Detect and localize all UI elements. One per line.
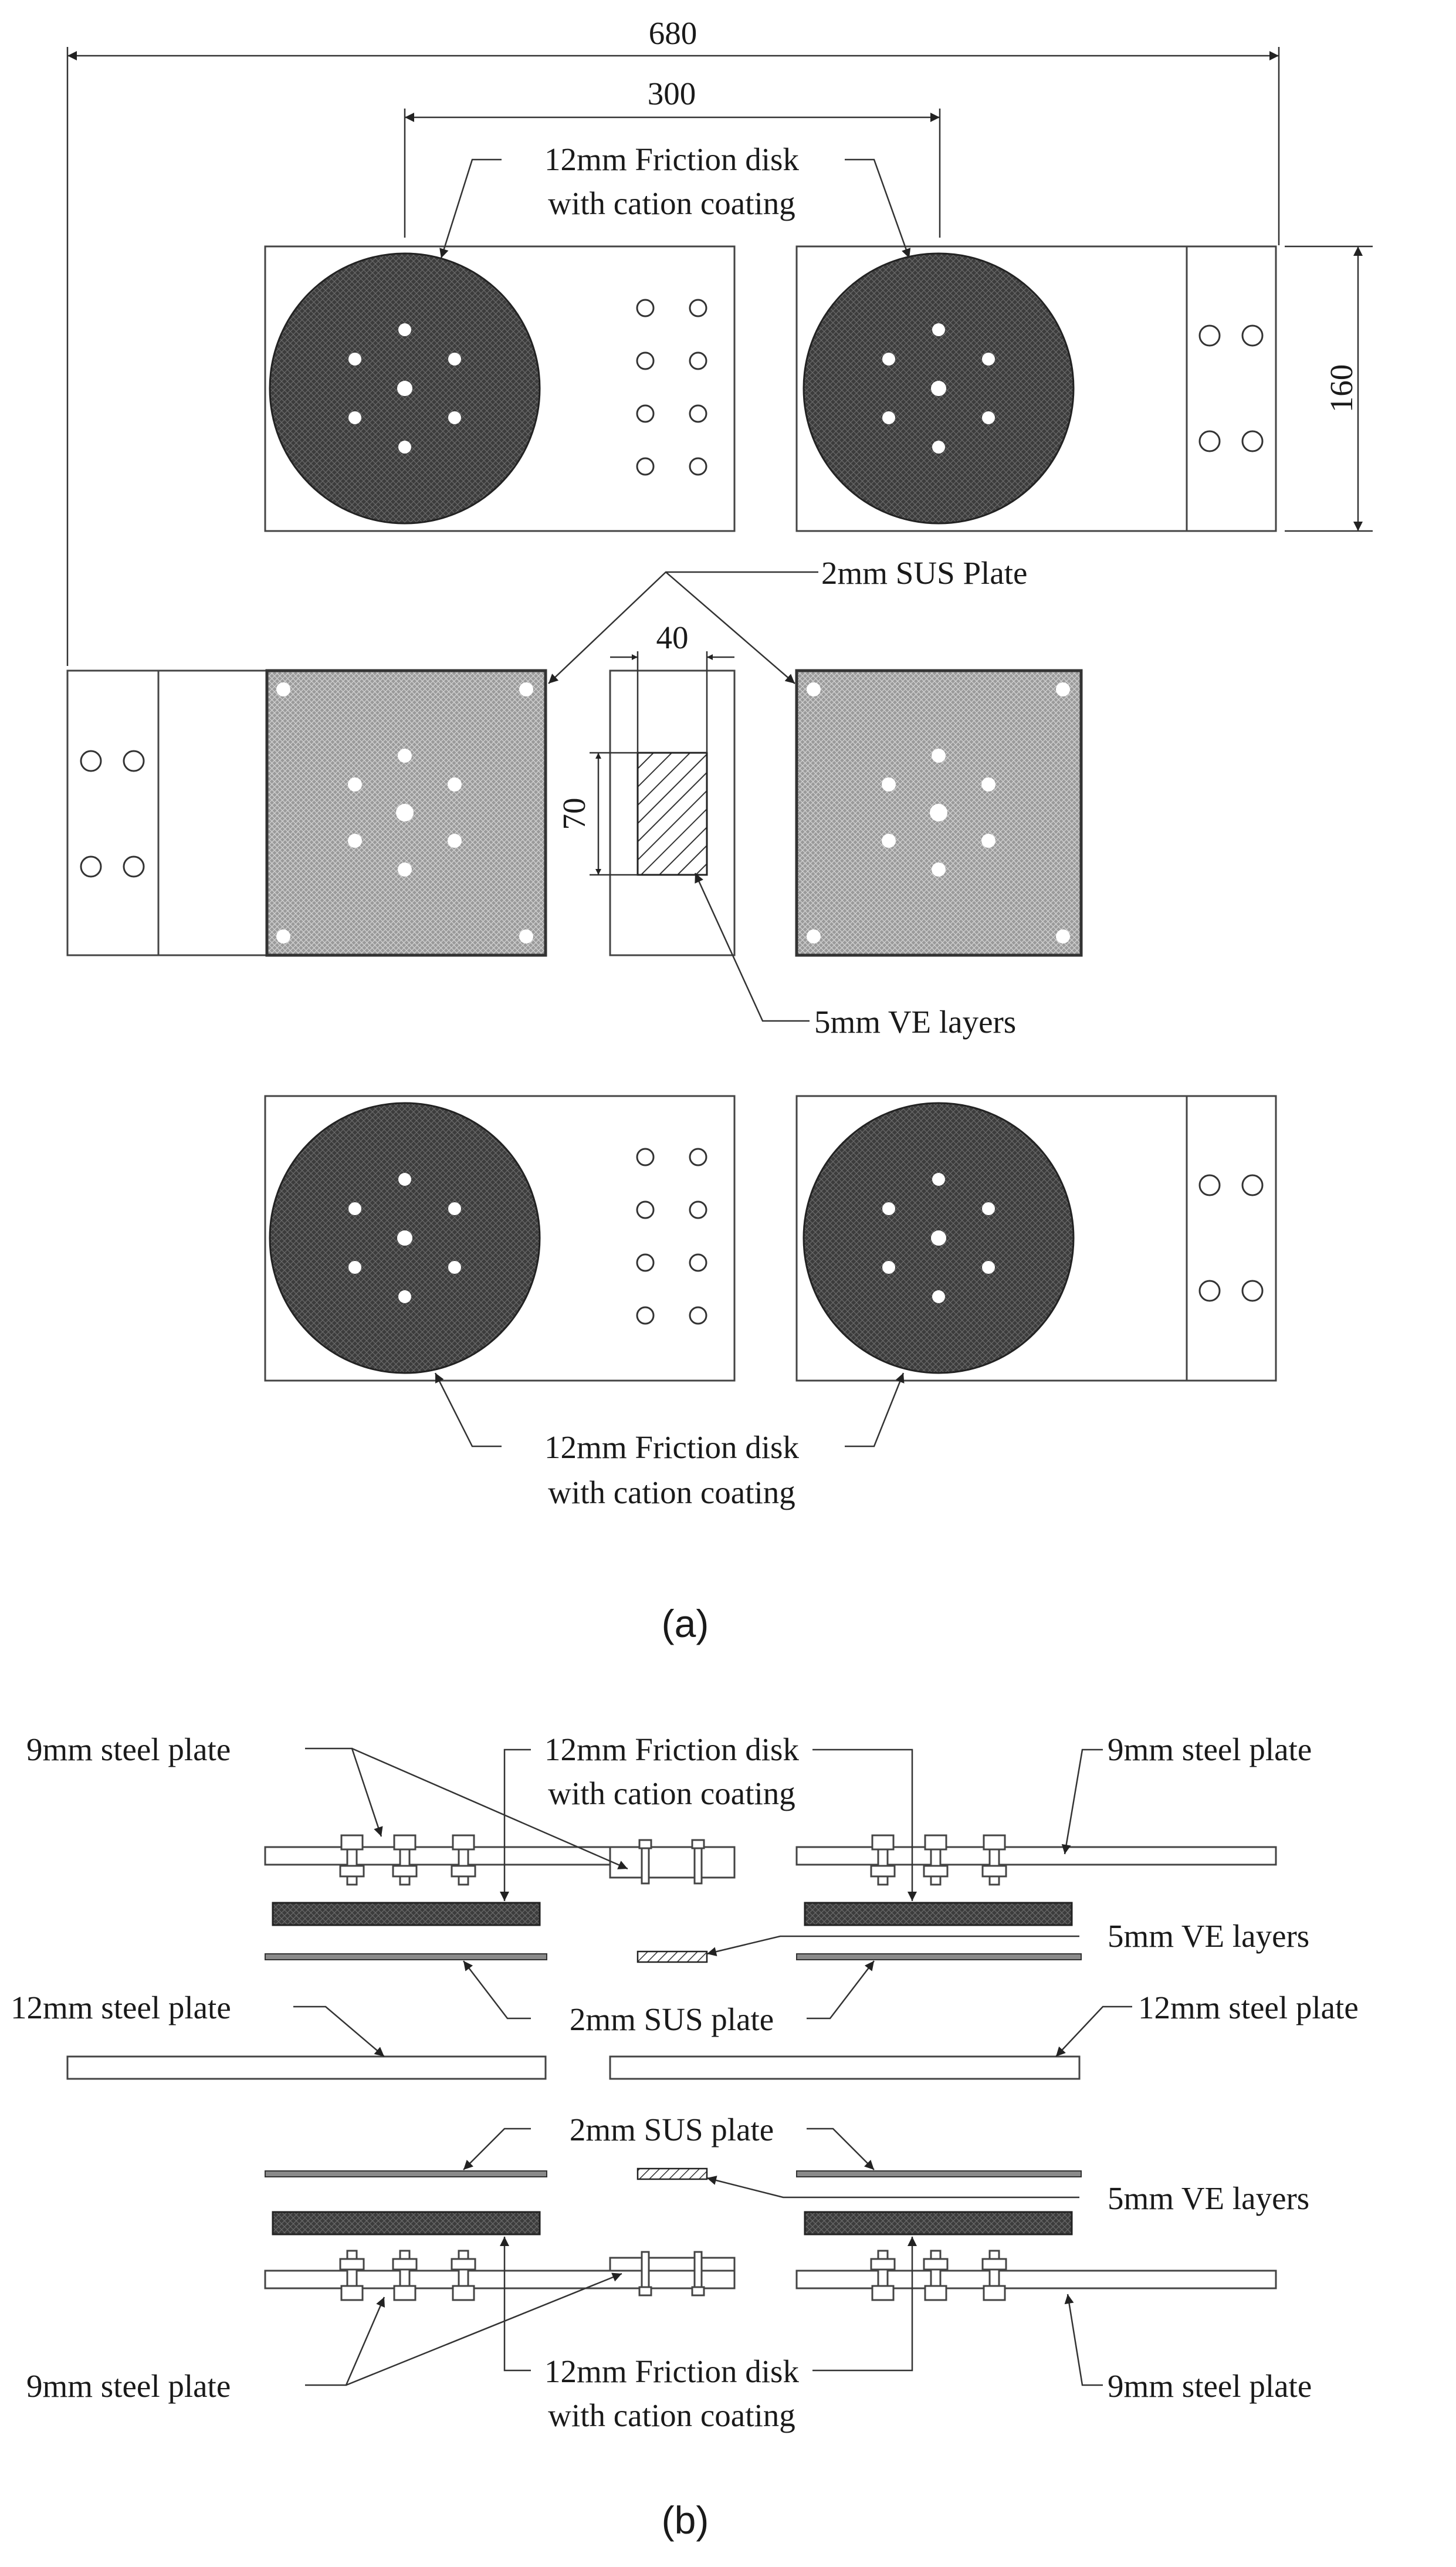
steel-9-bottom-left-label: 9mm steel plate (26, 2368, 231, 2404)
label-steel-9-top-right: 9mm steel plate (1061, 1731, 1312, 1855)
label-sus-plate: 2mm SUS Plate (548, 555, 1027, 684)
figure-b: 9mm steel plate 12mm Friction disk with … (11, 1731, 1359, 2542)
dim-160-label: 160 (1323, 364, 1359, 413)
sus-plate-label: 2mm SUS Plate (821, 555, 1027, 591)
middle-right-plate (795, 669, 1083, 957)
bottom-steel-plate-left (264, 2257, 736, 2289)
top-right-plate (795, 245, 1277, 532)
friction-disk-label-line1: 12mm Friction disk (544, 141, 799, 177)
friction-top-line2: with cation coating (548, 1775, 795, 1811)
dimension-160: 160 (1285, 245, 1373, 532)
friction-bottom-line2: with cation coating (548, 2397, 795, 2433)
top-left-plate (264, 245, 736, 532)
middle-center-plate: 40 70 (556, 620, 736, 956)
dim-680-label: 680 (649, 15, 697, 51)
bottom-right-plate (795, 1095, 1277, 1382)
sus-plate-bolt-holes (348, 749, 462, 877)
sus-plate-corner-holes (807, 682, 1070, 943)
steel-plate-12-right (609, 2055, 1081, 2080)
end-plate-bolt-holes (1198, 1174, 1264, 1302)
bolt-holes-grid (636, 299, 707, 476)
top-friction-disk-left (272, 1902, 541, 1926)
bottom-sus-plate-left (265, 2170, 547, 2177)
label-steel-12-right: 12mm steel plate (1055, 1990, 1359, 2057)
label-friction-disk-top: 12mm Friction disk with cation coating (439, 141, 911, 259)
steel-9-top-left-label: 9mm steel plate (26, 1731, 231, 1767)
disk-bolt-holes (348, 323, 461, 454)
label-steel-9-bottom-left: 9mm steel plate (26, 2272, 622, 2404)
ve-layer (636, 752, 708, 876)
top-steel-plate-left (264, 1846, 736, 1879)
bottom-friction-disk-left (272, 2211, 541, 2235)
bolt-holes-grid (636, 1148, 707, 1325)
sus-bottom-label: 2mm SUS plate (570, 2112, 774, 2147)
sus-plate-bolt-holes (882, 749, 996, 877)
label-sus-bottom: 2mm SUS plate (463, 2112, 875, 2170)
bottom-sus-plate-right (796, 2170, 1082, 2177)
dim-70-label: 70 (556, 798, 592, 830)
bottom-bolts (339, 2250, 1007, 2301)
label-ve-bottom: 5mm VE layers (706, 2176, 1309, 2216)
steel-9-bottom-right-label: 9mm steel plate (1108, 2368, 1312, 2404)
bottom-friction-disk-right (804, 2211, 1073, 2235)
label-sus-top: 2mm SUS plate (463, 1960, 875, 2037)
ve-bottom-label: 5mm VE layers (1108, 2180, 1309, 2216)
dimension-680: 680 (66, 15, 1280, 666)
steel-12-left-label: 12mm steel plate (11, 1990, 231, 2025)
top-ve-layer (636, 1950, 708, 1963)
label-ve-layers: 5mm VE layers (694, 872, 1016, 1040)
label-friction-top: 12mm Friction disk with cation coating (500, 1731, 917, 1901)
friction-disk-label-line2: with cation coating (548, 1474, 795, 1510)
label-friction-bottom: 12mm Friction disk with cation coating (500, 2237, 917, 2433)
bottom-ve-layer (636, 2167, 708, 2180)
caption-b: (b) (662, 2498, 709, 2542)
label-ve-top: 5mm VE layers (706, 1918, 1309, 1957)
sus-plate-corner-holes (276, 682, 533, 943)
top-friction-disk-right (804, 1902, 1073, 1926)
end-plate-bolt-holes (1198, 324, 1264, 452)
top-sus-plate-left (265, 1953, 547, 1960)
ve-layers-label: 5mm VE layers (814, 1004, 1016, 1040)
bottom-left-plate (264, 1095, 736, 1382)
caption-a: (a) (662, 1602, 709, 1645)
friction-disk-label-line1: 12mm Friction disk (544, 1429, 799, 1465)
label-friction-disk-bottom: 12mm Friction disk with cation coating (434, 1372, 905, 1510)
middle-left-plate (66, 669, 547, 957)
dimension-300: 300 (404, 76, 941, 238)
disk-bolt-holes (348, 1173, 461, 1303)
steel-9-top-right-label: 9mm steel plate (1108, 1731, 1312, 1767)
disk-bolt-holes (882, 1173, 995, 1303)
ve-top-label: 5mm VE layers (1108, 1918, 1309, 1954)
dim-300-label: 300 (648, 76, 696, 111)
friction-disk-label-line2: with cation coating (548, 185, 795, 221)
friction-bottom-line1: 12mm Friction disk (544, 2353, 799, 2389)
steel-plate-12-left (66, 2055, 547, 2080)
sus-top-label: 2mm SUS plate (570, 2001, 774, 2037)
figure-a: 680 300 160 (66, 15, 1373, 1645)
bottom-steel-plate-right (795, 2270, 1277, 2289)
dim-40-label: 40 (656, 620, 689, 655)
label-steel-9-top-left: 9mm steel plate (26, 1731, 628, 1870)
top-sus-plate-right (796, 1953, 1082, 1960)
top-bolts (339, 1834, 1007, 1886)
disk-bolt-holes (882, 323, 995, 454)
end-plate-bolt-holes (80, 750, 145, 878)
steel-12-right-label: 12mm steel plate (1138, 1990, 1359, 2025)
label-steel-9-bottom-right: 9mm steel plate (1064, 2294, 1312, 2404)
label-steel-12-left: 12mm steel plate (11, 1990, 385, 2057)
top-steel-plate-right (795, 1846, 1277, 1866)
friction-top-line1: 12mm Friction disk (544, 1731, 799, 1767)
